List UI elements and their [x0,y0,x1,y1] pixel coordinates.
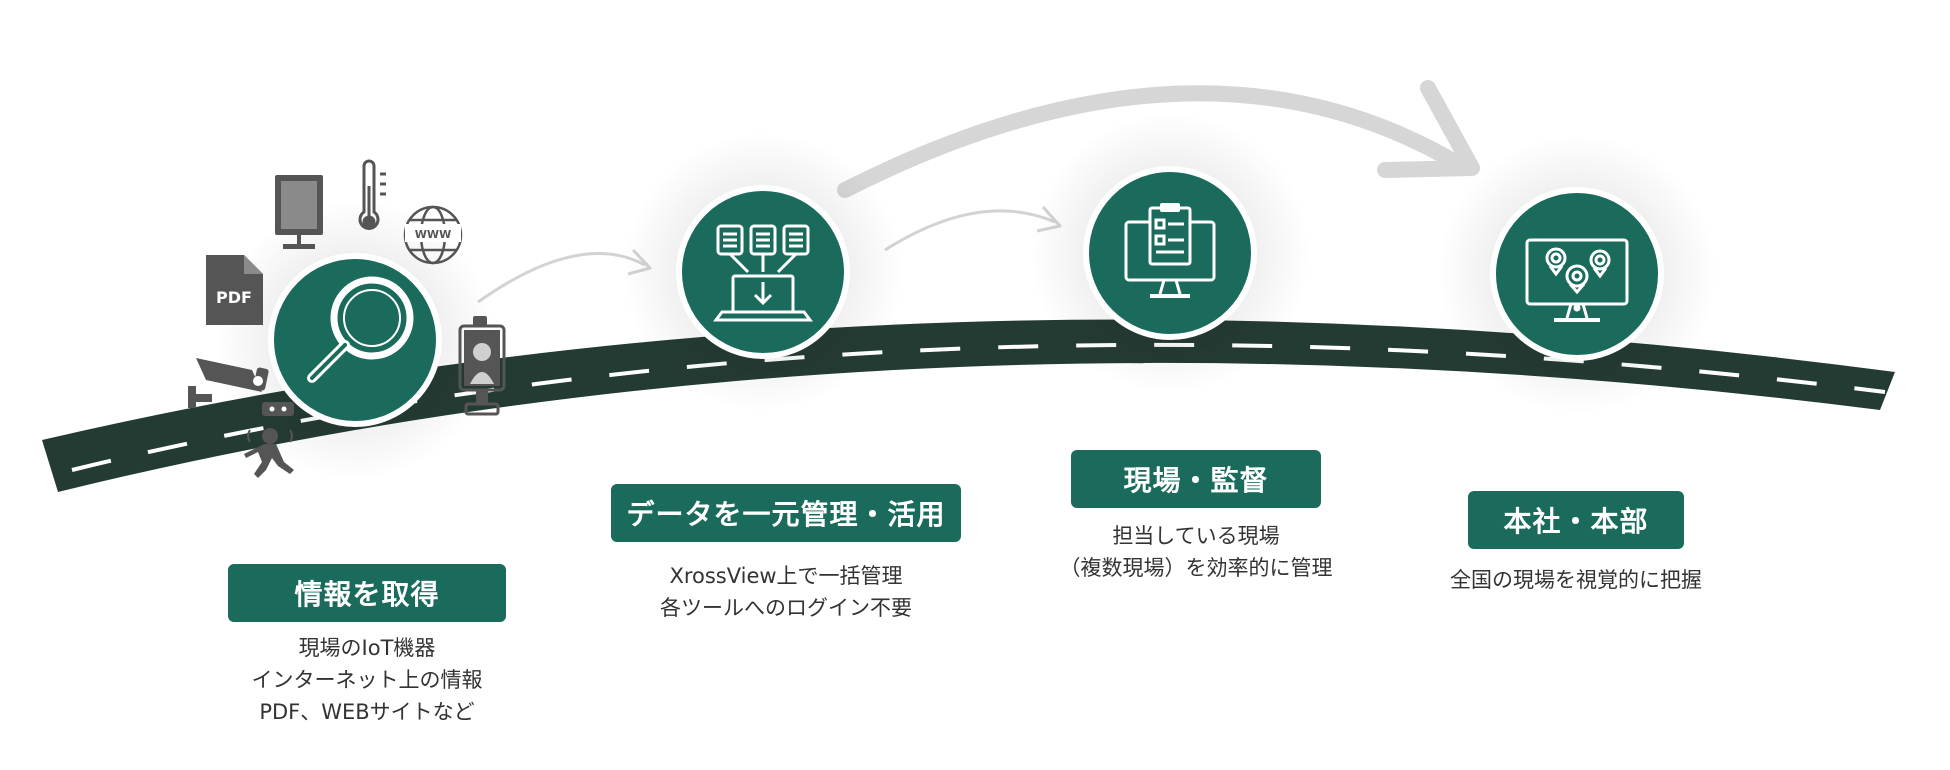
step-2-line-1: XrossView上で一括管理 [669,564,903,588]
step-4-line-1: 全国の現場を視覚的に把握 [1450,568,1702,592]
step-3-description: 担当している現場 （複数現場）を効率的に管理 [1021,520,1371,584]
step-4-circle [1490,187,1664,361]
security-camera-icon [188,358,269,408]
large-arc-arrow [837,80,1480,198]
monitor-map-pins-icon [1525,238,1629,322]
step-1-line-1: 現場のIoT機器 [298,636,436,660]
thermometer-icon [358,159,386,230]
step-1-title: 情報を取得 [228,564,506,622]
source-icons: WWW PDF [188,159,506,478]
face-recognition-terminal-icon [458,316,506,416]
step-3-title: 現場・監督 [1071,450,1321,508]
magnifier-icon [307,276,414,383]
step-1-circle [268,253,442,427]
running-person-sensor-icon [244,402,294,478]
signage-icon [275,175,323,249]
step-4-description: 全国の現場を視覚的に把握 [1426,564,1726,596]
monitor-checklist-icon [1124,203,1216,298]
step-3-line-2: （複数現場）を効率的に管理 [1059,556,1333,580]
step-3-circle [1083,166,1257,340]
step-3-line-1: 担当している現場 [1112,524,1280,548]
step-1-line-2: インターネット上の情報 [251,668,483,692]
globe-icon: WWW [403,205,463,265]
step-4-title: 本社・本部 [1468,491,1684,549]
pdf-file-icon: PDF [206,255,263,325]
step-2-description: XrossView上で一括管理 各ツールへのログイン不要 [611,560,961,624]
pdf-label: PDF [216,288,252,307]
step-2-circle [676,185,850,359]
step-1-line-3: PDF、WEBサイトなど [259,700,475,724]
step-1-description: 現場のIoT機器 インターネット上の情報 PDF、WEBサイトなど [218,632,516,728]
laptop-documents-icon [713,224,813,322]
step-2-line-2: 各ツールへのログイン不要 [660,596,912,620]
step-2-title: データを一元管理・活用 [611,484,961,542]
www-label: WWW [415,228,451,241]
